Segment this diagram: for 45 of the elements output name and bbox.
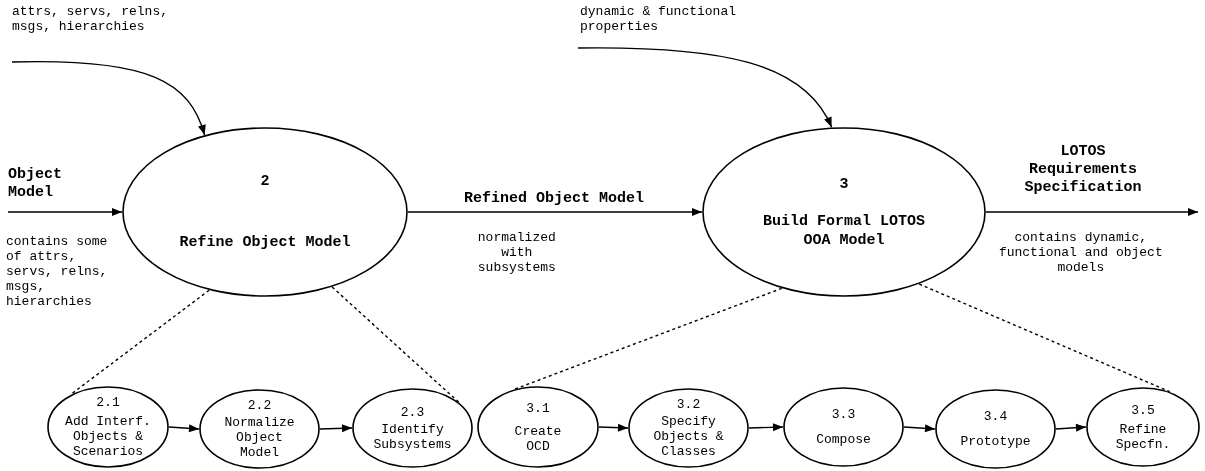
arrow (7, 208, 123, 216)
process-label: Specify Objects & Classes (652, 414, 725, 459)
arrow (985, 208, 1199, 216)
arrow (598, 423, 629, 432)
process-label: Normalize Object Model (223, 415, 296, 460)
process-label: Identify Subsystems (372, 421, 453, 452)
dotted-line (514, 287, 783, 390)
process-ellipse (199, 389, 320, 469)
arrow (319, 424, 353, 433)
process-label: Build Formal LOTOS OOA Model (761, 211, 926, 250)
process-ellipse (352, 388, 473, 468)
process-ellipse (628, 388, 749, 468)
dotted-line (331, 286, 460, 403)
process-label: Refine Specfn. (1114, 421, 1172, 452)
arrow (11, 60, 206, 136)
arrow (168, 424, 200, 433)
process-ellipse (935, 389, 1056, 469)
process-number: 2.1 (96, 395, 120, 410)
process-number: 3.2 (676, 397, 701, 412)
arrow (577, 47, 833, 128)
process-ellipse (122, 127, 408, 297)
process-ellipse (702, 127, 986, 297)
process-label: Refine Object Model (178, 233, 352, 252)
arrow (407, 208, 703, 216)
process-ellipse (783, 387, 904, 467)
arrow (1055, 423, 1087, 432)
process-label: Add Interf. Objects & Scenarios (64, 414, 152, 459)
process-number: 3.1 (526, 400, 550, 416)
arrow (748, 423, 784, 432)
process-number: 3 (839, 174, 849, 194)
process-number: 2 (260, 172, 270, 191)
process-label: Compose (815, 432, 872, 447)
dotted-line (69, 289, 210, 396)
process-ellipse (1086, 387, 1200, 467)
arrow (903, 424, 936, 433)
process-label: Create OCD (513, 423, 563, 454)
process-ellipse (47, 386, 169, 468)
dotted-line (918, 283, 1171, 393)
process-label: Prototype (959, 434, 1032, 449)
process-number: 3.5 (1131, 402, 1155, 418)
process-number: 3.4 (983, 409, 1008, 424)
process-number: 2.3 (400, 404, 425, 420)
process-ellipse (477, 386, 599, 468)
process-number: 2.2 (247, 398, 272, 413)
process-number: 3.3 (831, 407, 856, 422)
